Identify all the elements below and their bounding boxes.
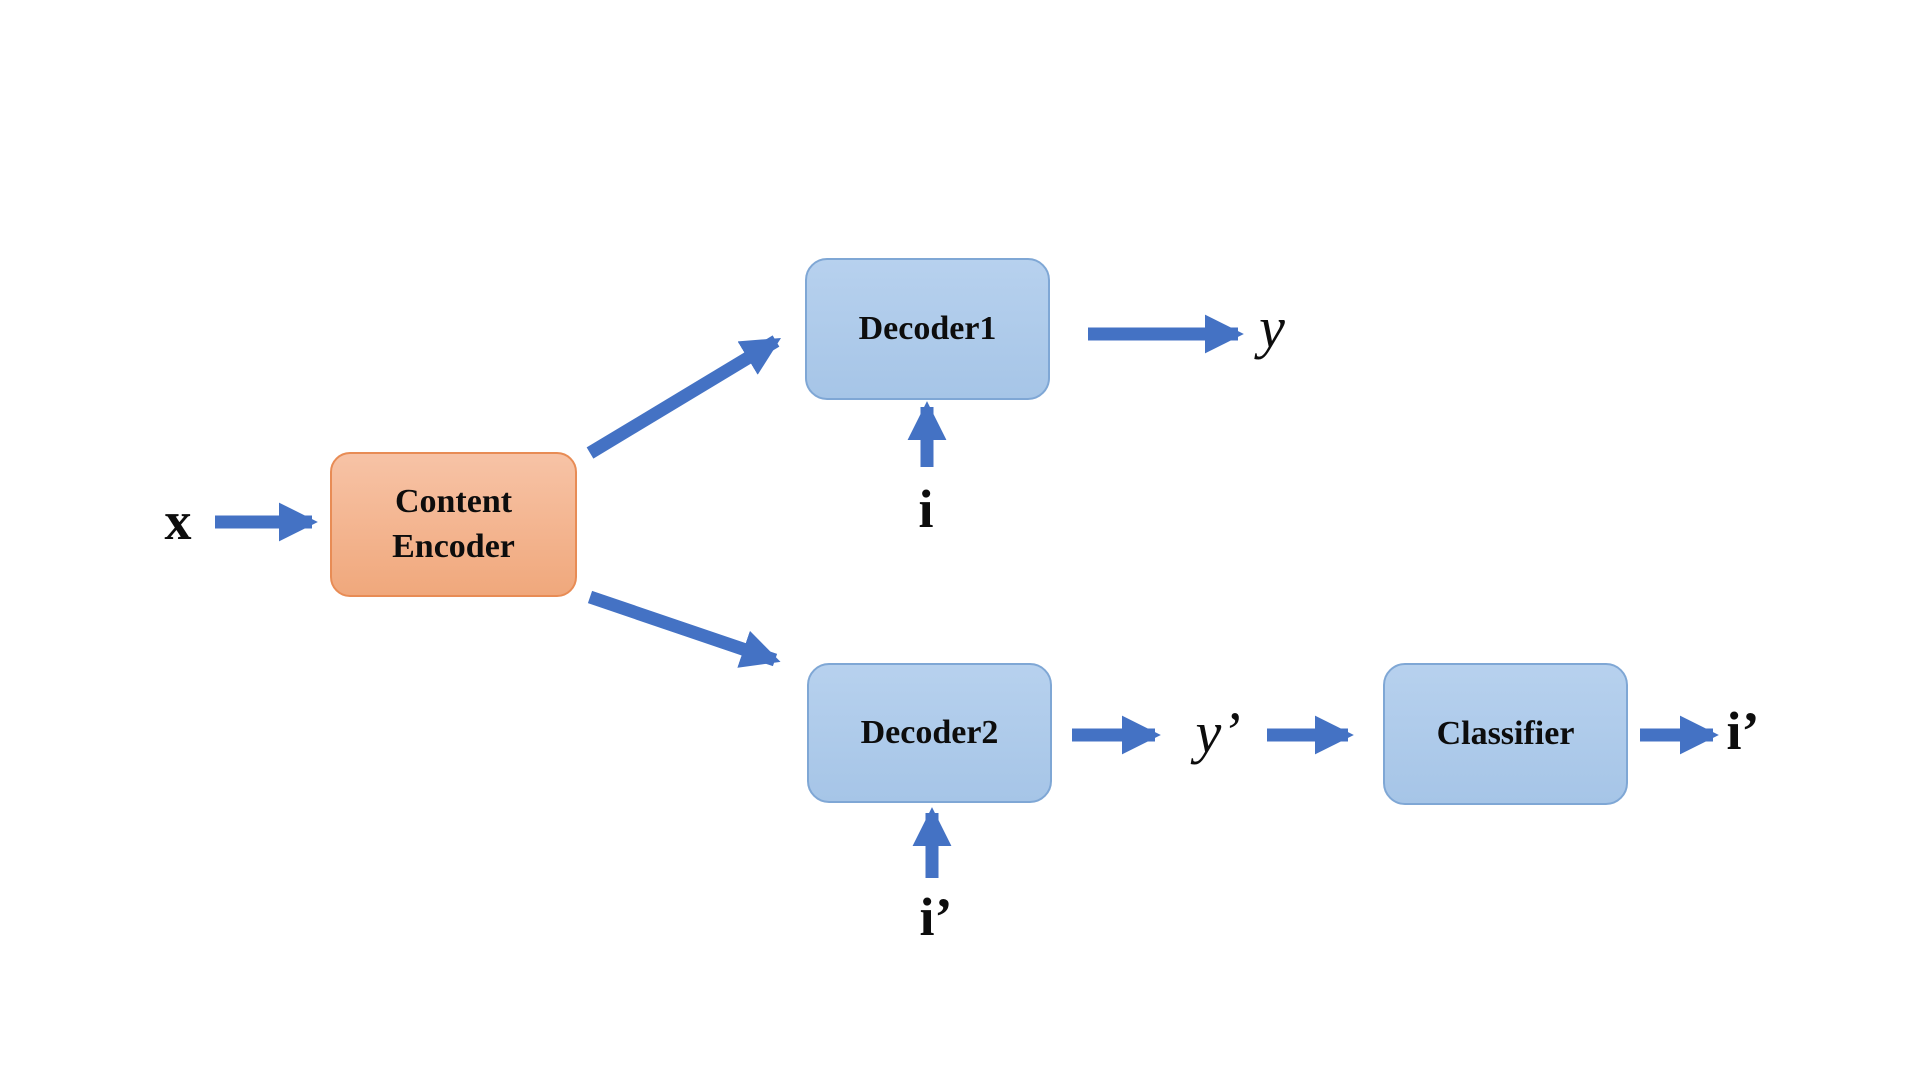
node-decoder1-label: Decoder1 — [858, 309, 997, 347]
node-decoder1: Decoder1 — [805, 258, 1050, 400]
node-decoder2: Decoder2 — [807, 663, 1052, 803]
node-classifier: Classifier — [1383, 663, 1628, 805]
arrow-content-encoder-to-decoder2 — [587, 590, 781, 668]
node-decoder2-label: Decoder2 — [860, 713, 999, 751]
label-x-input: x — [164, 491, 192, 551]
arrow-content-encoder-to-decoder1 — [586, 335, 782, 459]
node-classifier-label: Classifier — [1436, 714, 1575, 752]
label-i-prime-output: i’ — [1726, 701, 1760, 761]
label-y-output: y — [1259, 295, 1285, 360]
label-i-prime-input: i’ — [919, 887, 953, 947]
label-y-prime-output: y’ — [1195, 700, 1241, 765]
label-i-input: i — [918, 479, 934, 539]
node-content-encoder: Content Encoder — [330, 452, 577, 597]
node-content-encoder-label: Content Encoder — [392, 482, 515, 565]
